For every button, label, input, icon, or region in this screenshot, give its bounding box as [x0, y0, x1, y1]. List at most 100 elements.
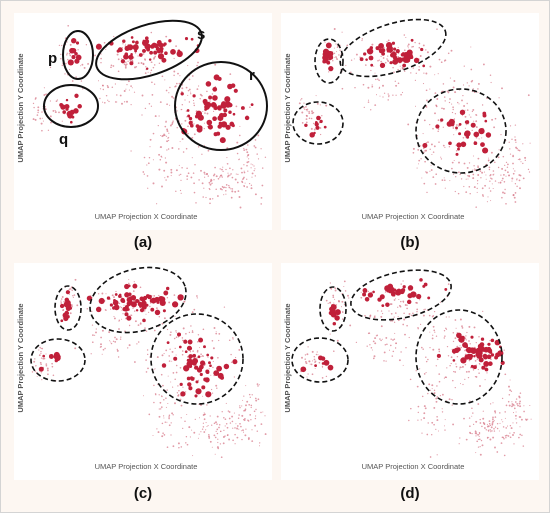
background-point — [477, 166, 480, 168]
background-point — [436, 385, 438, 387]
background-point — [179, 141, 181, 143]
highlighted-point — [456, 332, 462, 339]
background-point — [170, 422, 172, 424]
background-point — [388, 95, 390, 98]
background-point — [492, 418, 494, 421]
background-point — [174, 347, 176, 350]
background-point — [116, 94, 118, 96]
background-point — [505, 427, 508, 429]
background-point — [463, 105, 466, 107]
background-point — [246, 186, 248, 188]
background-point — [436, 28, 438, 30]
highlighted-point — [210, 356, 214, 360]
highlighted-point — [395, 289, 402, 296]
background-point — [423, 182, 426, 185]
background-point — [121, 102, 123, 105]
background-point — [329, 282, 332, 284]
background-point — [193, 191, 196, 194]
highlighted-point — [223, 363, 230, 370]
background-point — [465, 137, 467, 139]
background-point — [181, 138, 184, 140]
background-point — [146, 175, 149, 177]
highlighted-point — [206, 119, 213, 126]
cluster-outline-d-1 — [319, 286, 347, 332]
highlighted-point — [222, 112, 228, 118]
background-point — [398, 359, 401, 362]
scatter-plot-a: p q s r UMAP Projection X Coordinate UMA… — [16, 19, 268, 221]
background-point — [185, 86, 188, 89]
background-point — [325, 299, 328, 302]
highlighted-point — [122, 306, 127, 312]
background-point — [489, 190, 492, 192]
background-point — [229, 73, 232, 75]
background-point — [397, 55, 400, 58]
background-point — [172, 386, 174, 388]
background-point — [427, 422, 429, 424]
background-point — [242, 429, 244, 432]
background-point — [237, 173, 239, 176]
background-point — [168, 416, 170, 418]
background-point — [247, 170, 249, 172]
background-point — [477, 174, 480, 176]
highlighted-point — [370, 63, 374, 67]
background-point — [148, 413, 151, 416]
background-point — [197, 146, 200, 148]
background-point — [243, 419, 245, 421]
highlighted-point — [323, 125, 327, 129]
background-point — [72, 295, 74, 297]
background-point — [523, 405, 525, 407]
background-point — [328, 71, 330, 73]
background-point — [141, 114, 143, 116]
highlighted-point — [324, 60, 327, 63]
background-point — [406, 304, 408, 306]
background-point — [432, 151, 435, 153]
background-point — [100, 57, 102, 60]
highlighted-point — [480, 142, 485, 147]
background-point — [494, 426, 497, 428]
panel-c: UMAP Projection X Coordinate UMAP Projec… — [14, 263, 272, 480]
background-point — [248, 393, 251, 396]
background-point — [515, 422, 518, 424]
background-point — [451, 167, 453, 170]
background-point — [191, 429, 193, 431]
background-point — [111, 86, 114, 89]
background-point — [39, 346, 41, 349]
highlighted-point — [481, 365, 486, 370]
background-point — [412, 147, 415, 150]
background-point — [178, 164, 180, 166]
background-point — [194, 418, 196, 421]
background-point — [156, 428, 158, 430]
background-point — [216, 423, 218, 425]
background-point — [184, 420, 186, 423]
background-point — [251, 394, 253, 396]
background-point — [158, 153, 161, 156]
background-point — [60, 57, 62, 60]
background-point — [164, 177, 166, 179]
background-point — [464, 127, 466, 129]
background-point — [242, 431, 245, 433]
background-point — [211, 339, 214, 342]
background-point — [494, 410, 496, 413]
highlighted-point — [146, 47, 151, 52]
background-point — [475, 136, 478, 139]
background-point — [187, 132, 189, 135]
background-point — [387, 39, 390, 42]
background-point — [334, 56, 336, 58]
background-point — [236, 152, 239, 155]
background-point — [196, 349, 199, 352]
highlighted-point — [148, 58, 152, 61]
background-point — [227, 410, 230, 412]
background-point — [442, 126, 444, 128]
highlighted-points-b — [304, 38, 492, 156]
scatter-plot-c: UMAP Projection X Coordinate UMAP Projec… — [16, 266, 267, 471]
background-point — [132, 307, 134, 309]
background-point — [243, 149, 246, 151]
y-axis-label-c: UMAP Projection Y Coordinate — [16, 303, 25, 412]
background-point — [181, 103, 184, 106]
highlighted-point — [316, 115, 321, 121]
background-point — [412, 312, 414, 315]
background-point — [341, 318, 344, 320]
background-point — [405, 36, 407, 39]
background-point — [477, 88, 479, 90]
background-point — [419, 368, 421, 370]
